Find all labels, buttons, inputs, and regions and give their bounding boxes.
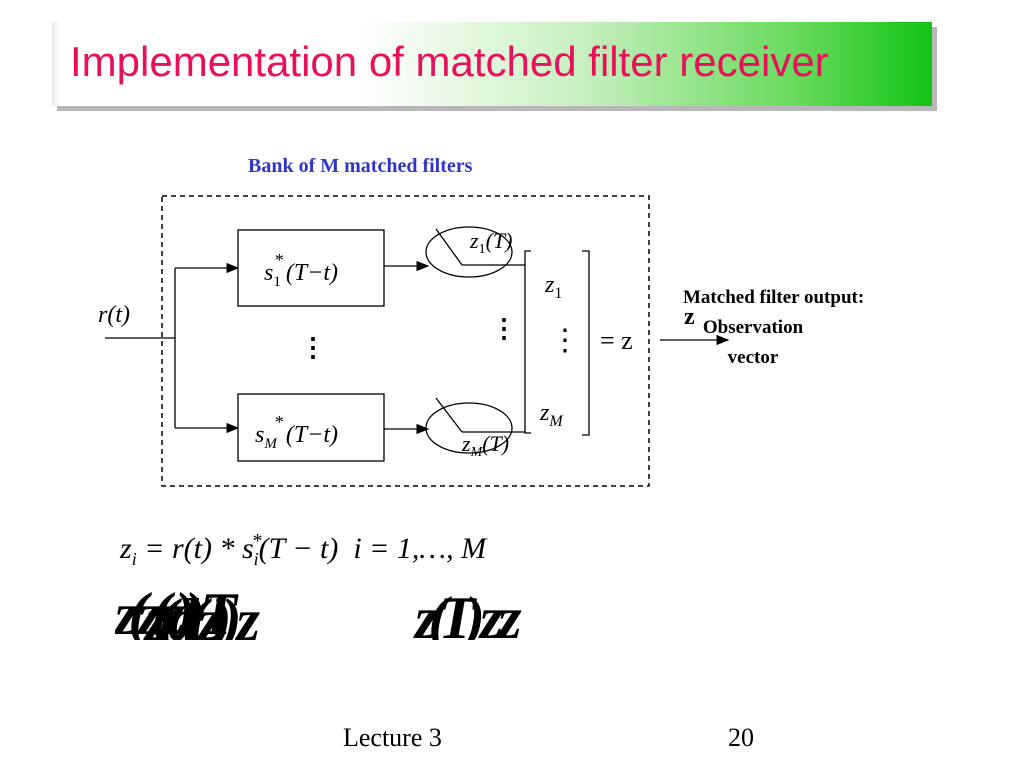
slide-title: Implementation of matched filter receive… bbox=[70, 38, 829, 85]
sample-top-label: z1(T) bbox=[469, 228, 512, 257]
equation-garbled: z(z(z)) T z(d(z)) z z(T) z z bbox=[115, 592, 695, 640]
output-vector-symbol: z bbox=[684, 304, 695, 330]
sampler-top-switch bbox=[435, 228, 463, 266]
filter-top-box bbox=[237, 229, 385, 307]
sample-bottom-label: zM(T) bbox=[461, 431, 509, 460]
garbled-layer-b: z(d(z)) z bbox=[145, 592, 260, 640]
output-label-line3: vector bbox=[727, 347, 779, 368]
sampler-top-circle bbox=[425, 226, 513, 278]
vector-ellipsis: ⋮ bbox=[550, 324, 580, 357]
output-label: Matched filter output: Observation vecto… bbox=[683, 283, 933, 373]
output-label-line1: Matched filter output: bbox=[683, 287, 865, 308]
vector-right-bracket bbox=[582, 250, 590, 436]
output-label-line2: Observation bbox=[702, 317, 804, 338]
filter-bottom-box bbox=[237, 393, 385, 462]
vector-bottom-element: zM bbox=[539, 400, 564, 430]
title-bar: Implementation of matched filter receive… bbox=[52, 22, 932, 106]
footer-page-number: 20 bbox=[728, 723, 754, 752]
vector-left-bracket bbox=[524, 250, 531, 434]
equation-zi: zi = r(t) * s*i(T − t) i = 1,…, M bbox=[120, 530, 487, 569]
sampler-bottom-switch bbox=[435, 397, 463, 433]
garbled-layer-a: z(z(z)) T bbox=[115, 592, 237, 640]
garbled-layer-c: z(T) z z bbox=[415, 592, 522, 640]
vector-equals-z: = z bbox=[600, 326, 633, 355]
bank-enclosure bbox=[161, 195, 650, 487]
samplers-ellipsis: ⋮ bbox=[491, 314, 517, 343]
filters-ellipsis: ⋮ bbox=[300, 333, 326, 362]
bank-label: Bank of M matched filters bbox=[248, 155, 473, 177]
input-signal-label: r(t) bbox=[98, 302, 130, 328]
vector-top-element: z1 bbox=[544, 272, 562, 302]
footer-lecture: Lecture 3 bbox=[343, 723, 442, 752]
filter-bottom-label: sM*(T−t) bbox=[255, 412, 338, 452]
sampler-bottom-circle bbox=[425, 402, 513, 454]
filter-top-label: s1*(T−t) bbox=[264, 250, 338, 290]
